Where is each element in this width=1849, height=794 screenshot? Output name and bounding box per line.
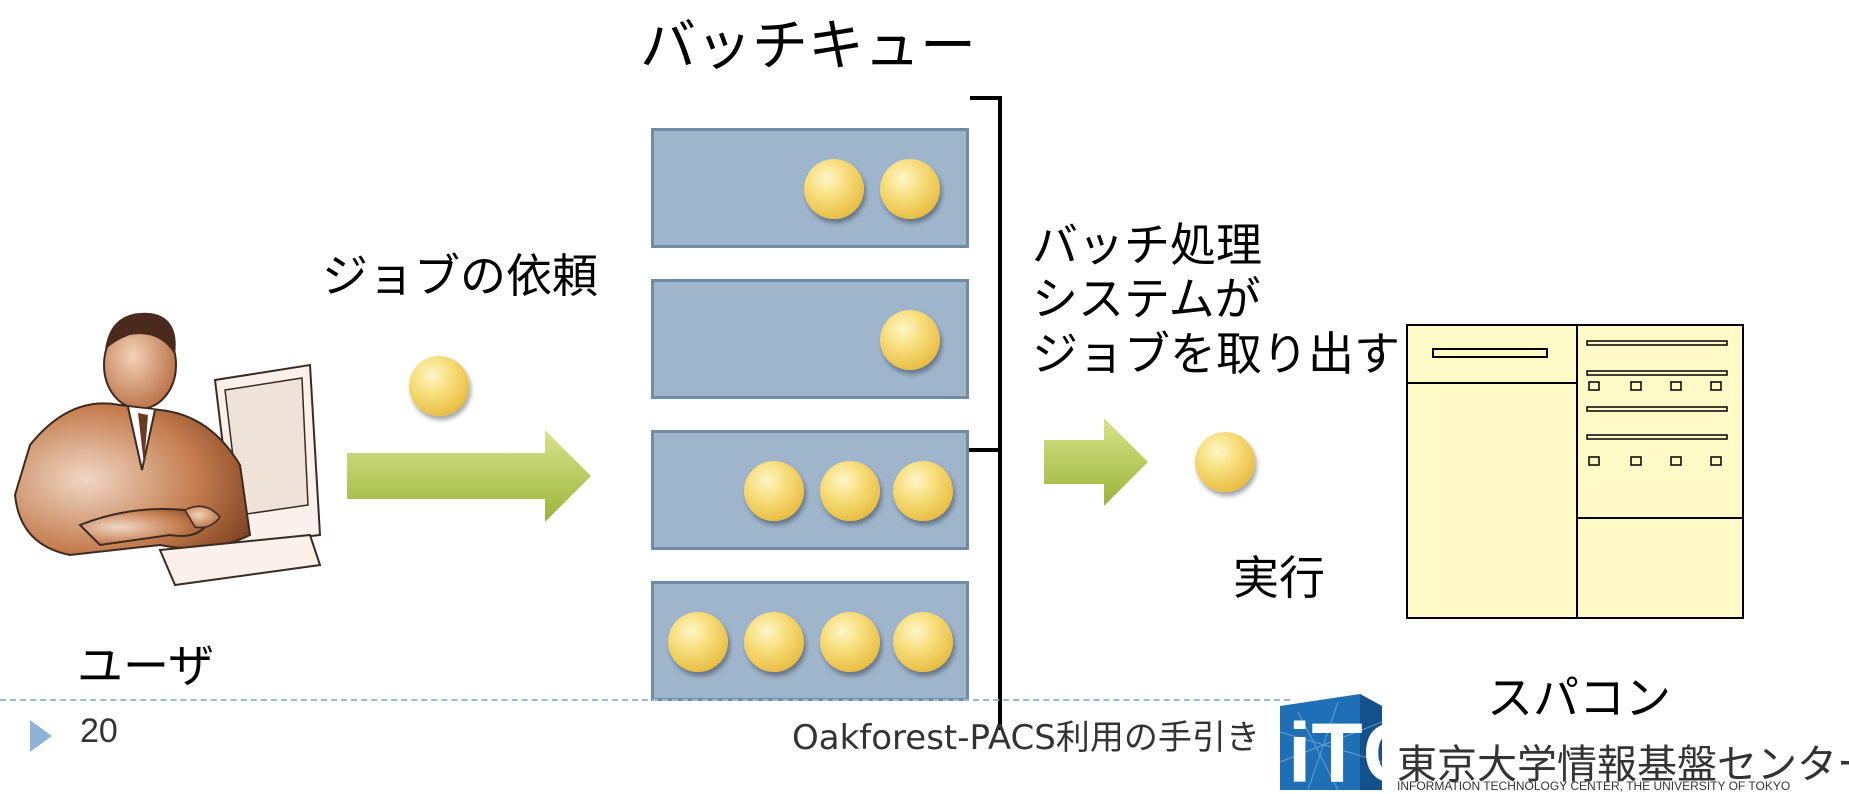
job-ball: [880, 159, 940, 219]
submit-arrow-icon: [347, 430, 591, 522]
queue-row: [651, 430, 969, 550]
itc-logo-icon: iTC: [1279, 694, 1384, 792]
user-at-computer-icon: [13, 312, 322, 587]
job-ball: [893, 612, 953, 672]
job-ball: [804, 159, 864, 219]
supercomputer-label: スパコン: [1487, 671, 1671, 725]
job-ball: [744, 612, 804, 672]
job-ball: [668, 612, 728, 672]
footer-title: Oakforest-PACS利用の手引き: [792, 718, 1260, 758]
page-number: 20: [80, 712, 118, 750]
execute-label: 実行: [1233, 551, 1325, 605]
queue-row: [651, 279, 969, 399]
user-label: ユーザ: [77, 639, 215, 693]
job-ball: [409, 356, 469, 416]
batch-processing-line: システムが: [1032, 272, 1261, 327]
job-ball: [744, 461, 804, 521]
job-ball: [893, 461, 953, 521]
queue-title: バッチキュー: [640, 14, 976, 79]
batch-processing-label: バッチ処理 システムが ジョブを取り出す: [1032, 218, 1400, 381]
job-ball: [820, 612, 880, 672]
logo-text: iTC: [1288, 706, 1384, 792]
job-ball: [1195, 432, 1255, 492]
supercomputer-icon: [1406, 324, 1744, 619]
org-subtitle: INFORMATION TECHNOLOGY CENTER, THE UNIVE…: [1397, 779, 1791, 793]
batch-processing-line: バッチ処理: [1032, 218, 1262, 272]
queue-bracket: [966, 96, 1002, 730]
dispatch-arrow-icon: [1044, 418, 1148, 506]
footer-divider: [0, 699, 1290, 701]
job-ball: [820, 461, 880, 521]
queue-row: [651, 128, 969, 248]
job-request-label: ジョブの依頼: [322, 249, 598, 303]
queue-row: [651, 581, 969, 701]
org-name: 東京大学情報基盤センター: [1397, 742, 1849, 788]
job-ball: [880, 310, 940, 370]
batch-processing-line: ジョブを取り出す: [1032, 326, 1400, 381]
bullet-triangle-icon: [30, 720, 52, 752]
